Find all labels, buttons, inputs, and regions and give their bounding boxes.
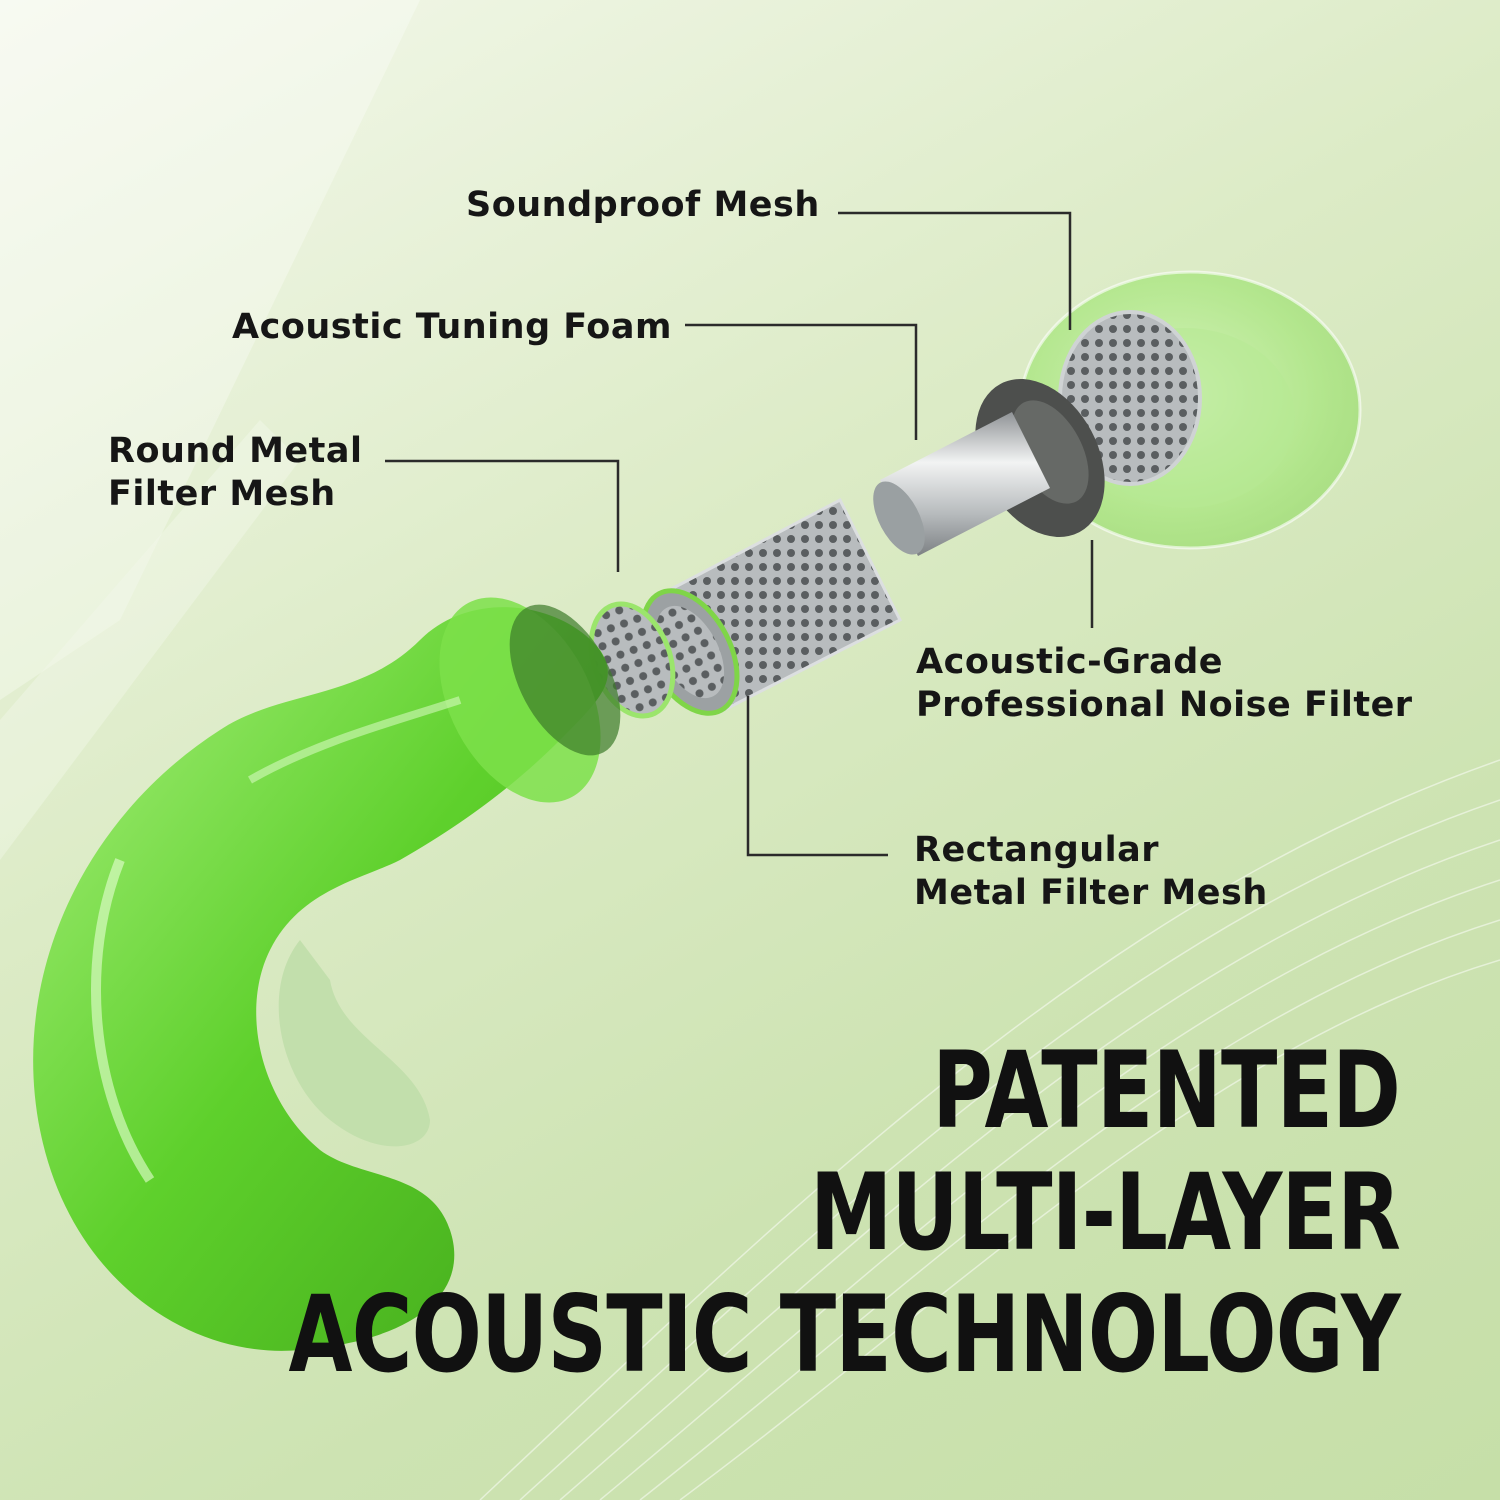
label-soundproof-mesh: Soundproof Mesh (466, 184, 820, 227)
label-text: Acoustic Tuning Foam (232, 307, 672, 347)
label-acoustic-tuning-foam: Acoustic Tuning Foam (232, 306, 672, 349)
label-text: Soundproof Mesh (466, 185, 820, 225)
leader-acoustic-tuning-foam (685, 323, 918, 440)
label-line: Round Metal (108, 431, 363, 471)
background-light-rays (0, 0, 420, 860)
label-noise-filter: Acoustic-Grade Professional Noise Filter (916, 641, 1413, 727)
headline-line: MULTI-LAYER (809, 1151, 1401, 1274)
label-line: Professional Noise Filter (916, 685, 1413, 725)
label-line: Rectangular (914, 830, 1160, 870)
label-rectangular-metal-filter-mesh: Rectangular Metal Filter Mesh (914, 829, 1268, 915)
label-line: Filter Mesh (108, 474, 336, 514)
headline: PATENTED MULTI-LAYER ACOUSTIC TECHNOLOGY (0, 1030, 1400, 1396)
label-line: Acoustic-Grade (916, 642, 1224, 682)
noise-filter-tube (873, 412, 1050, 556)
label-round-metal-filter-mesh: Round Metal Filter Mesh (108, 430, 362, 516)
headline-line: ACOUSTIC TECHNOLOGY (288, 1273, 1400, 1396)
headline-line: PATENTED (932, 1029, 1401, 1152)
leader-soundproof-mesh (838, 211, 1072, 330)
leader-rectangular-mesh (746, 696, 888, 857)
leader-round-metal-filter (385, 459, 620, 572)
earplug-body-illustration (33, 597, 621, 1351)
background-wave-lines (479, 759, 1500, 1500)
leader-lines (385, 211, 1094, 857)
label-line: Metal Filter Mesh (914, 873, 1268, 913)
